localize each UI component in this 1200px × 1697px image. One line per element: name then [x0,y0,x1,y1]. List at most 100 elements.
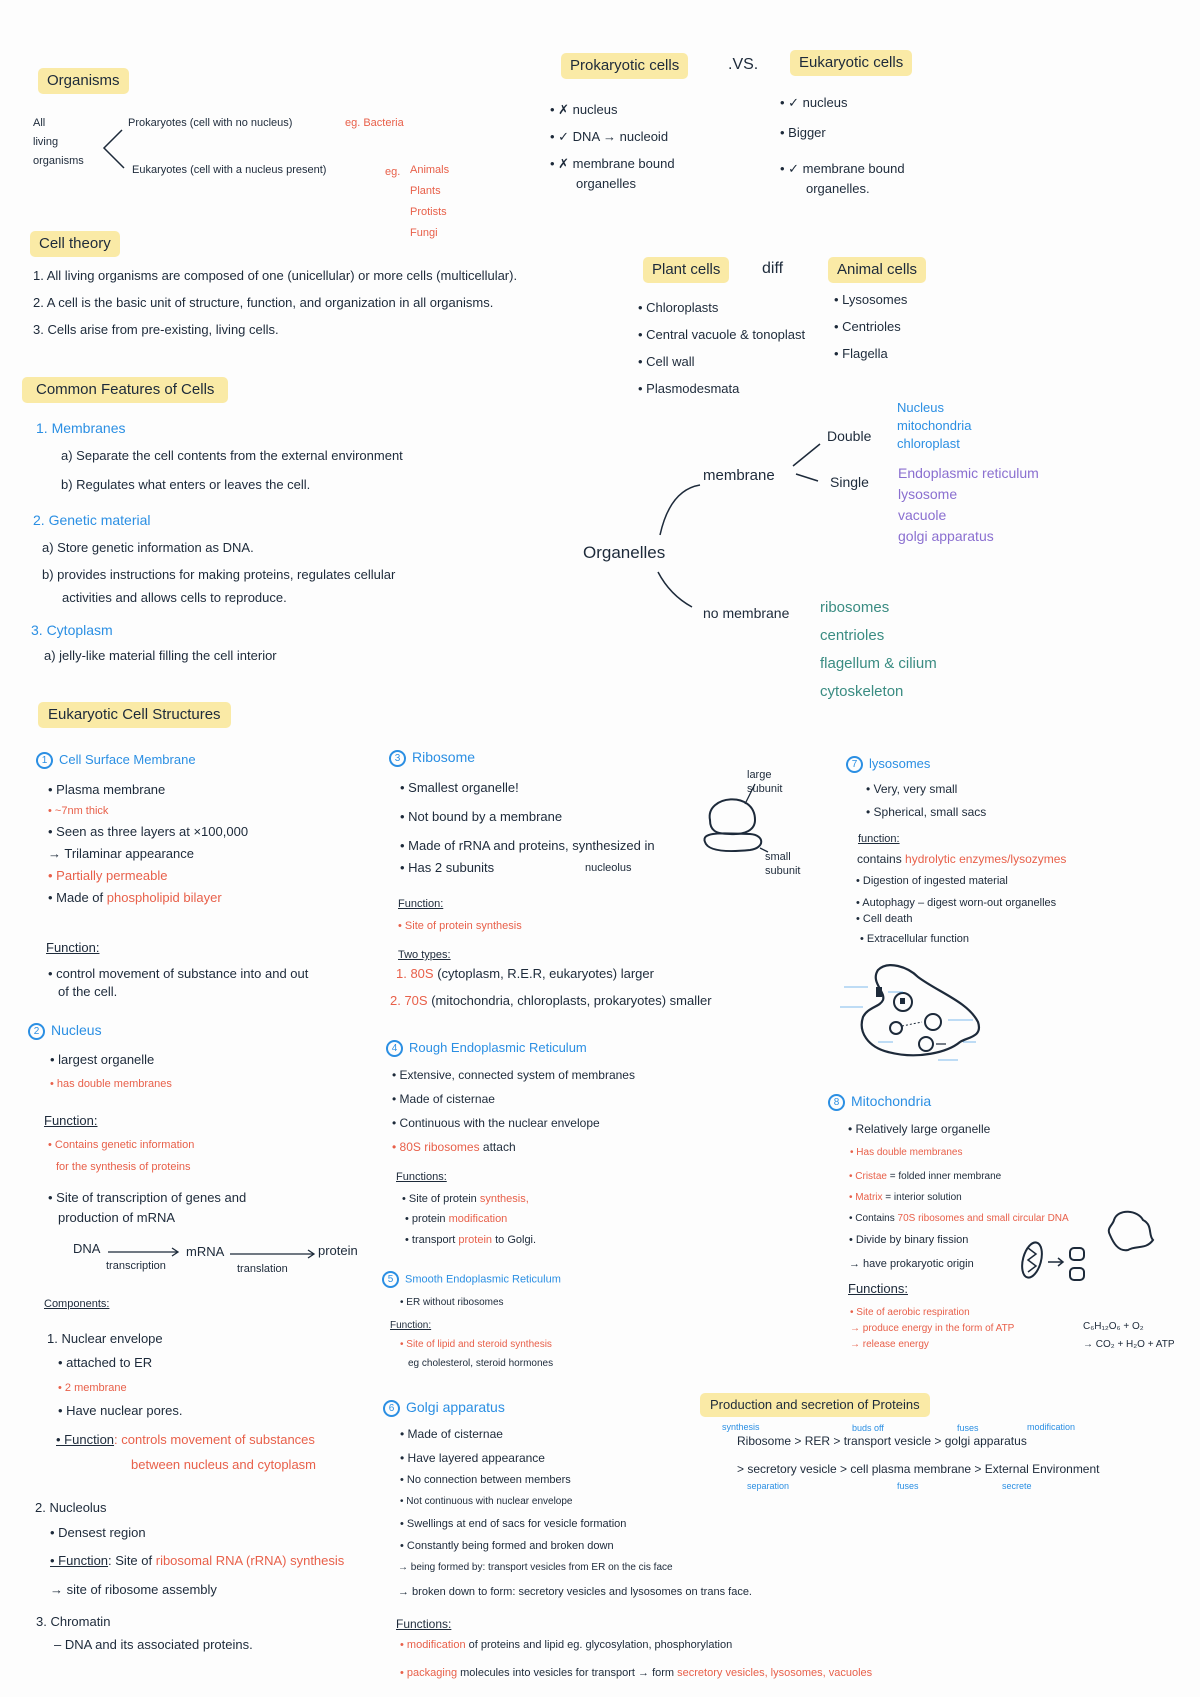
eukaryotes-examples: Animals Plants Protists Fungi [410,164,450,239]
eukaryotic-list: • ✓ nucleus • Bigger • ✓ membrane bound … [780,95,905,196]
mitochondria-item: → have prokaryotic origin [849,1258,974,1270]
rer-functions-label: Functions: [396,1171,447,1183]
ribosome-function-label: Function: [398,898,444,910]
flow-mrna: mRNA [186,1244,225,1259]
ser-function: • Site of lipid and steroid synthesis [400,1339,552,1350]
label-synthesis: synthesis [722,1422,760,1432]
rer-function-1: • Site of protein synthesis, [402,1193,529,1205]
csm-function-list: • control movement of substance into and… [48,966,309,999]
number-1-icon: 1 [36,752,53,770]
genetic-item: b) provides instructions for making prot… [42,567,396,582]
organisms-heading: Organisms [38,68,129,94]
golgi-function-1: • modification of proteins and lipid eg.… [400,1639,733,1651]
secretion-line-2: > secretory vesicle > cell plasma membra… [737,1462,1100,1476]
membrane-branch: membrane [703,467,775,484]
mitochondria-cristae: • Cristae = folded inner membrane [849,1171,1002,1182]
number-8-icon: 8 [828,1093,845,1111]
nuclear-envelope-item: • attached to ER [58,1355,153,1370]
arrow-right-icon [108,1247,180,1257]
nucleus-function-red: • Contains genetic information for the s… [48,1139,195,1173]
ribosome-type-70s: 2. 70S (mitochondria, chloroplasts, prok… [390,993,712,1008]
branch-bracket-icon [102,129,125,169]
double-branch: Double [827,428,872,444]
ribosome-type-80s: 1. 80S (cytoplasm, R.E.R, eukaryotes) la… [396,966,654,981]
ribosome-diagram [703,783,769,853]
mitochondria-functions-label: Functions: [848,1281,908,1296]
animal-cells-list: • Lysosomes • Centrioles • Flagella [834,292,908,361]
eukaryotic-heading: Eukaryotic cells [790,50,913,76]
label-separation: separation [747,1481,790,1491]
prokaryotic-heading: Prokaryotic cells [561,53,689,79]
rer-function-2: • protein modification [405,1213,508,1225]
nucleus-item: • largest organelle [50,1052,155,1067]
membranes-item: b) Regulates what enters or leaves the c… [61,477,311,492]
ribosome-nucleolus-note: nucleolus [585,862,632,874]
lysosomes-function-label: function: [858,833,900,845]
rer-list: • Extensive, connected system of membran… [392,1068,635,1154]
lysosome-cell-diagram [840,964,981,1061]
secretion-line-1: Ribosome > RER > transport vesicle > gol… [737,1434,1027,1448]
organisms-root: All living organisms [33,117,84,167]
label-fuses: fuses [957,1423,979,1433]
double-membrane-list: Nucleus mitochondria chloroplast [897,400,972,451]
cytoplasm-item: a) jelly-like material filling the cell … [44,648,277,663]
genetic-item: a) Store genetic information as DNA. [42,540,254,555]
organelles-map-lines [657,443,821,608]
number-3-icon: 3 [389,749,406,767]
lysosomes-contains: contains hydrolytic enzymes/lysozymes [857,852,1067,866]
flow-dna: DNA [73,1241,101,1256]
genetic-item: activities and allows cells to reproduce… [62,590,287,605]
ser-function-label: Function: [390,1320,432,1331]
chromatin-heading: 3. Chromatin [36,1614,111,1629]
rer-function-3: • transport protein to Golgi. [405,1234,537,1246]
plant-cells-list: • Chloroplasts • Central vacuole & tonop… [638,300,806,396]
ribosome-list: • Smallest organelle! • Not bound by a m… [400,780,655,875]
membranes-item: a) Separate the cell contents from the e… [61,448,403,463]
single-branch: Single [830,474,869,490]
lysosomes-list: • Very, very small • Spherical, small sa… [866,782,987,819]
mitochondria-diagram [1021,1210,1155,1281]
mitochondria-item: • Divide by binary fission [849,1234,969,1246]
membranes-heading: 1. Membranes [36,420,126,436]
nucleus-function-label: Function: [44,1113,98,1128]
no-membrane-branch: no membrane [703,605,790,621]
large-subunit-label: large subunit [747,769,783,795]
nuclear-envelope-function: • Function: controls movement of substan… [56,1432,315,1447]
protein-secretion-heading: Production and secretion of Proteins [700,1393,930,1417]
number-6-icon: 6 [383,1399,400,1417]
prokaryotes-label: Prokaryotes (cell with no nucleus) [128,117,293,129]
respiration-equation: C₆H₁₂O₆ + O₂ → CO₂ + H₂O + ATP [1083,1321,1175,1350]
no-membrane-list: ribosomes centrioles flagellum & cilium … [820,599,937,700]
flow-transcription: transcription [106,1260,166,1272]
csm-function-label: Function: [46,940,100,955]
flow-protein: protein [318,1243,358,1258]
organelles-root: Organelles [583,543,666,562]
common-features-heading: Common Features of Cells [22,377,229,403]
small-subunit-label: small subunit [765,851,801,877]
csm-list: • Plasma membrane • ~7nm thick • Seen as… [48,782,249,905]
nuclear-envelope-item: • Have nuclear pores. [58,1403,183,1418]
nuclear-envelope-heading: 1. Nuclear envelope [47,1331,163,1346]
ribosome-types-label: Two types: [398,949,451,961]
prokaryotic-list: • ✗ nucleus • ✓ DNA → nucleoid • ✗ membr… [550,102,675,191]
cytoplasm-heading: 3. Cytoplasm [31,622,113,638]
nuclear-envelope-function-2: between nucleus and cytoplasm [131,1457,317,1472]
number-2-icon: 2 [28,1022,45,1040]
eukaryotes-eg-label: eg. [385,166,401,178]
nucleolus-heading: 2. Nucleolus [35,1500,107,1515]
ribosome-function: • Site of protein synthesis [398,920,522,932]
cell-theory-item: 1. All living organisms are composed of … [33,268,518,283]
single-membrane-list: Endoplasmic reticulum lysosome vacuole g… [898,465,1039,544]
flow-translation: translation [237,1263,288,1275]
nuclear-envelope-item-red: • 2 membrane [58,1382,127,1394]
mitochondria-contains: • Contains 70S ribosomes and small circu… [849,1213,1069,1224]
label-fuses-2: fuses [897,1481,919,1491]
